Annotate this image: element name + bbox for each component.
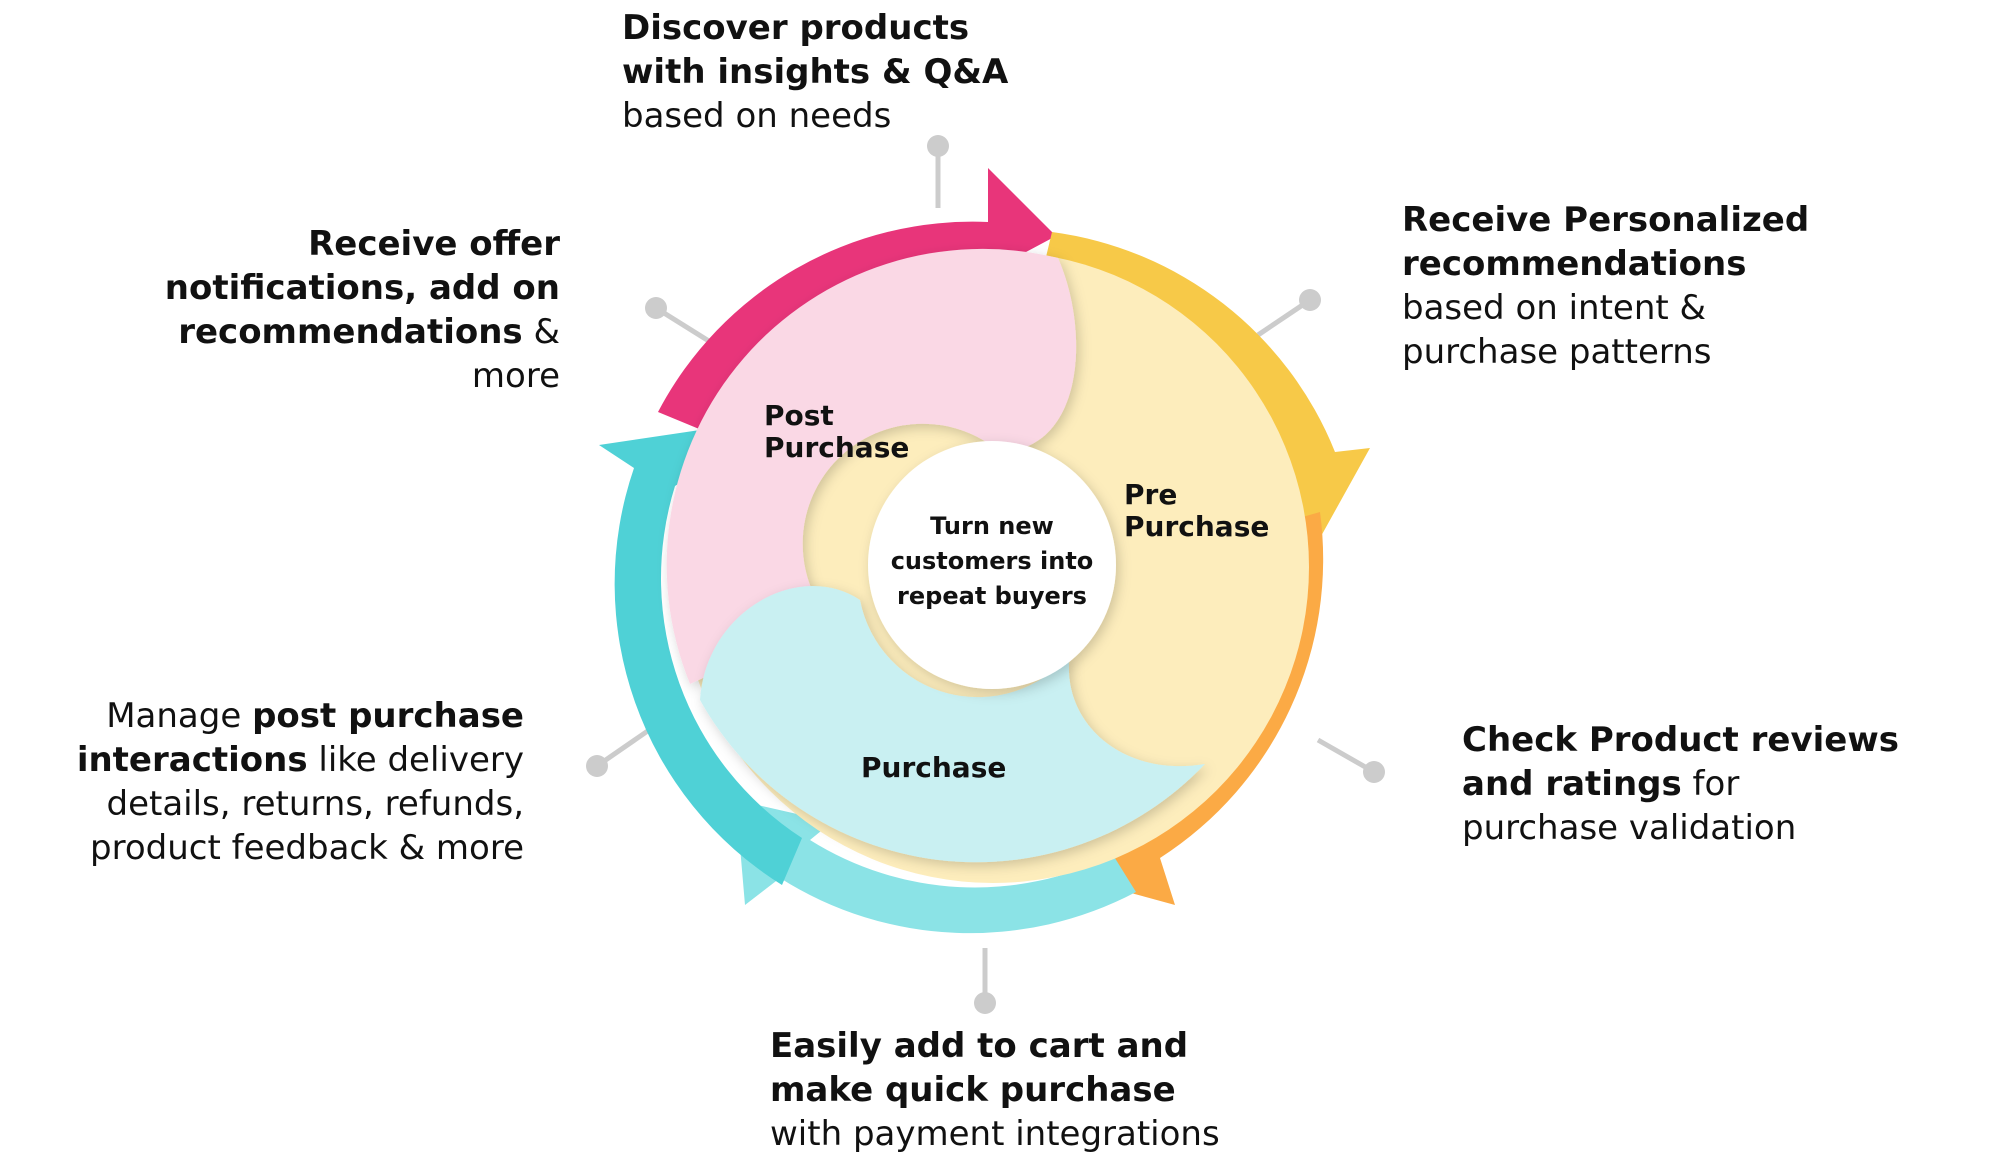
callout-offers-plain-tail: &: [522, 312, 560, 352]
connector-post-interactions: [586, 725, 654, 777]
callout-cart-bold-1: Easily add to cart and: [770, 1026, 1189, 1066]
callout-discover-plain-1: based on needs: [622, 96, 892, 136]
callout-reviews-plain-1: purchase validation: [1462, 808, 1797, 848]
stage-purchase-label: Purchase: [861, 751, 1006, 784]
center-line-1: Turn new: [930, 512, 1054, 540]
inner-stages: [666, 248, 1309, 883]
center-line-3: repeat buyers: [897, 582, 1087, 610]
callout-personalized-bold-2: recommendations: [1402, 244, 1747, 284]
callout-cart: Easily add to cart and make quick purcha…: [770, 1024, 1220, 1156]
callout-offers-bold-1: Receive offer: [308, 224, 560, 264]
connector-cart: [974, 948, 996, 1014]
callout-discover-bold-2: with insights & Q&A: [622, 52, 1009, 92]
stage-post-label-2: Purchase: [764, 431, 909, 464]
callout-post-plain-tail: like delivery: [307, 740, 524, 780]
callout-post-plain-1: details, returns, refunds,: [106, 784, 525, 824]
connector-offers: [645, 297, 714, 346]
stage-purchase-fill: [700, 586, 1205, 863]
arrow-segment-post-purchase: [599, 430, 802, 885]
callout-reviews-bold-1: Check Product reviews: [1462, 720, 1900, 760]
stage-pre-label-2: Purchase: [1124, 510, 1269, 543]
callout-cart-plain-1: with payment integrations: [770, 1114, 1220, 1154]
callout-cart-bold-2: make quick purchase: [770, 1070, 1176, 1110]
callout-post-interactions: Manage post purchase interactions like d…: [77, 694, 524, 870]
callout-personalized: Receive Personalized recommendations bas…: [1402, 198, 1809, 374]
callout-offers: Receive offer notifications, add on reco…: [165, 222, 560, 398]
connector-personalized: [1256, 289, 1321, 338]
callout-personalized-plain-1: based on intent &: [1402, 288, 1707, 328]
callout-personalized-plain-2: purchase patterns: [1402, 332, 1712, 372]
arrow-segment-post-to-discover: [658, 168, 1056, 431]
connector-reviews: [1316, 737, 1385, 783]
connector-discover: [927, 135, 949, 208]
callout-offers-bold-3: recommendations: [178, 312, 523, 352]
callout-post-plain-head: Manage: [106, 696, 253, 736]
callout-reviews-plain-tail: for: [1681, 764, 1740, 804]
callout-reviews-bold-2: and ratings: [1462, 764, 1682, 804]
callout-post-bold-2: interactions: [76, 740, 308, 780]
callout-reviews: Check Product reviews and ratings for pu…: [1462, 718, 1899, 850]
callout-personalized-bold-1: Receive Personalized: [1402, 200, 1810, 240]
callout-discover-bold-1: Discover products: [622, 8, 970, 48]
stage-post-purchase-fill: [666, 248, 1077, 684]
callout-post-plain-2: product feedback & more: [90, 828, 524, 868]
callout-discover: Discover products with insights & Q&A ba…: [622, 6, 1008, 138]
stage-post-label-1: Post: [764, 399, 834, 432]
center-circle: [868, 441, 1116, 689]
connectors: [586, 135, 1385, 1014]
callout-offers-bold-2: notifications, add on: [164, 268, 560, 308]
callout-offers-plain-1: more: [471, 356, 560, 396]
center-line-2: customers into: [891, 547, 1094, 575]
callout-post-bold-1: post purchase: [252, 696, 524, 736]
arrow-segment-purchase: [736, 800, 1136, 934]
stage-pre-label-1: Pre: [1124, 478, 1177, 511]
